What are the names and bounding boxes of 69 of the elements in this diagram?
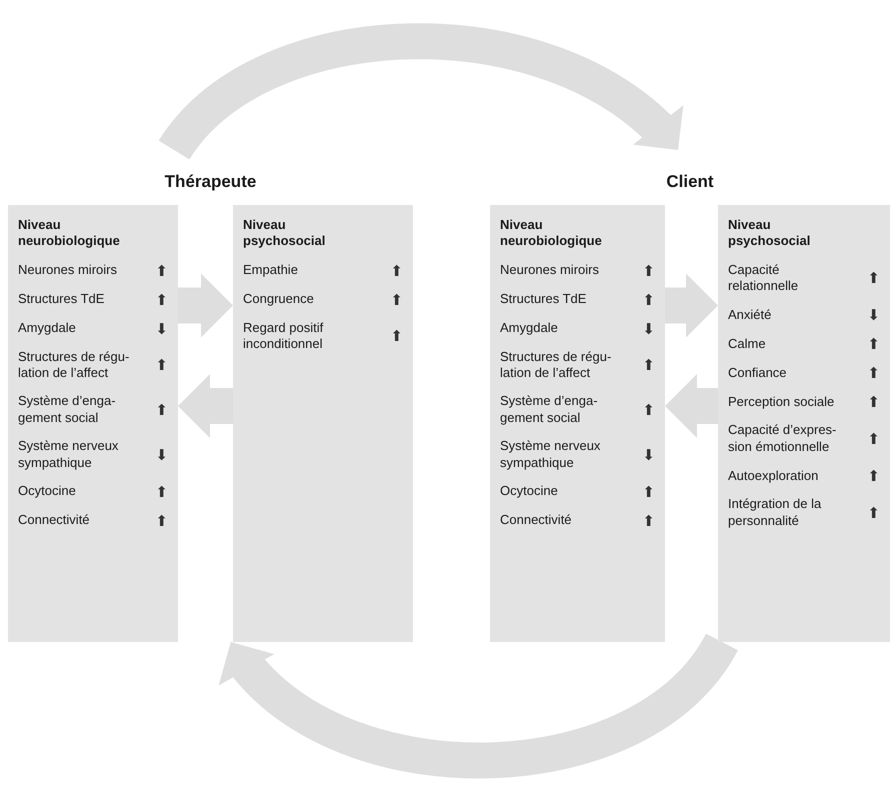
item-label: Système d’enga- gement social bbox=[500, 393, 599, 428]
block-arrow bbox=[665, 274, 718, 338]
trend-arrow: ⬆ bbox=[867, 269, 880, 288]
trend-arrow: ⬆ bbox=[642, 512, 655, 530]
trend-arrow: ⬇ bbox=[642, 446, 655, 464]
item-label: Connectivité bbox=[18, 512, 91, 530]
item-label: Structures TdE bbox=[18, 291, 106, 308]
item-label: Amygdale bbox=[500, 320, 559, 337]
trend-arrow: ⬆ bbox=[867, 364, 880, 382]
block-arrow bbox=[665, 374, 718, 438]
panel bbox=[718, 205, 890, 642]
trend-arrow: ⬆ bbox=[390, 327, 403, 346]
item-label: Neurones miroirs bbox=[500, 262, 600, 279]
trend-arrow: ⬆ bbox=[155, 401, 168, 420]
item-label: Structures de régu- lation de l’affect bbox=[18, 348, 130, 382]
item-label: Ocytocine bbox=[500, 483, 559, 500]
trend-arrow: ⬆ bbox=[155, 262, 168, 280]
item-label: Ocytocine bbox=[18, 483, 77, 500]
trend-arrow: ⬆ bbox=[867, 393, 880, 412]
trend-arrow: ⬇ bbox=[155, 320, 168, 338]
item-label: Système nerveux sympathique bbox=[18, 438, 120, 472]
item-label: Anxiété bbox=[728, 306, 772, 324]
item-label: Congruence bbox=[243, 291, 315, 308]
trend-arrow: ⬇ bbox=[867, 306, 880, 324]
trend-arrow: ⬆ bbox=[155, 290, 168, 308]
trend-arrow: ⬆ bbox=[390, 290, 403, 308]
trend-arrow: ⬆ bbox=[642, 262, 655, 280]
item-label: Perception sociale bbox=[728, 394, 836, 411]
panel bbox=[490, 205, 665, 642]
trend-arrow: ⬆ bbox=[155, 512, 168, 530]
item-label: Structures de régu- lation de l’affect bbox=[500, 348, 612, 382]
trend-arrow: ⬆ bbox=[155, 482, 168, 501]
panel-heading: Niveau neurobiologique bbox=[18, 217, 121, 250]
trend-arrow: ⬆ bbox=[867, 430, 880, 448]
item-label: Système d’enga- gement social bbox=[18, 393, 117, 428]
item-label: Système nerveux sympathique bbox=[500, 438, 602, 472]
panel bbox=[233, 205, 413, 642]
trend-arrow: ⬆ bbox=[867, 504, 880, 522]
trend-arrow: ⬆ bbox=[867, 467, 880, 486]
block-arrow bbox=[178, 274, 233, 338]
block-arrow bbox=[216, 631, 737, 778]
block-arrow bbox=[178, 374, 233, 438]
trend-arrow: ⬆ bbox=[642, 290, 655, 308]
item-label: Capacité relationnelle bbox=[728, 262, 800, 296]
panel bbox=[8, 205, 178, 642]
item-label: Intégration de la personnalité bbox=[728, 496, 822, 530]
trend-arrow: ⬇ bbox=[642, 320, 655, 338]
item-label: Connectivité bbox=[500, 512, 573, 530]
trend-arrow: ⬆ bbox=[867, 335, 880, 354]
item-label: Regard positif inconditionnel bbox=[243, 320, 324, 354]
item-label: Amygdale bbox=[18, 320, 77, 337]
trend-arrow: ⬆ bbox=[390, 262, 403, 280]
trend-arrow: ⬆ bbox=[642, 356, 655, 374]
item-label: Neurones miroirs bbox=[18, 262, 118, 279]
item-label: Empathie bbox=[243, 262, 299, 279]
trend-arrow: ⬇ bbox=[155, 446, 168, 464]
group-heading: Client bbox=[666, 172, 714, 192]
panel-heading: Niveau psychosocial bbox=[243, 217, 326, 250]
trend-arrow: ⬆ bbox=[155, 356, 168, 374]
group-heading: Thérapeute bbox=[164, 172, 256, 192]
item-label: Autoexploration bbox=[728, 468, 820, 484]
item-label: Structures TdE bbox=[500, 291, 588, 308]
trend-arrow: ⬆ bbox=[642, 482, 655, 501]
item-label: Capacité d’expres- sion émotionnelle bbox=[728, 422, 838, 456]
trend-arrow: ⬆ bbox=[642, 401, 655, 420]
panel-heading: Niveau psychosocial bbox=[728, 217, 812, 250]
panel-heading: Niveau neurobiologique bbox=[500, 217, 603, 250]
item-label: Calme bbox=[728, 336, 767, 353]
item-label: Confiance bbox=[728, 364, 788, 382]
